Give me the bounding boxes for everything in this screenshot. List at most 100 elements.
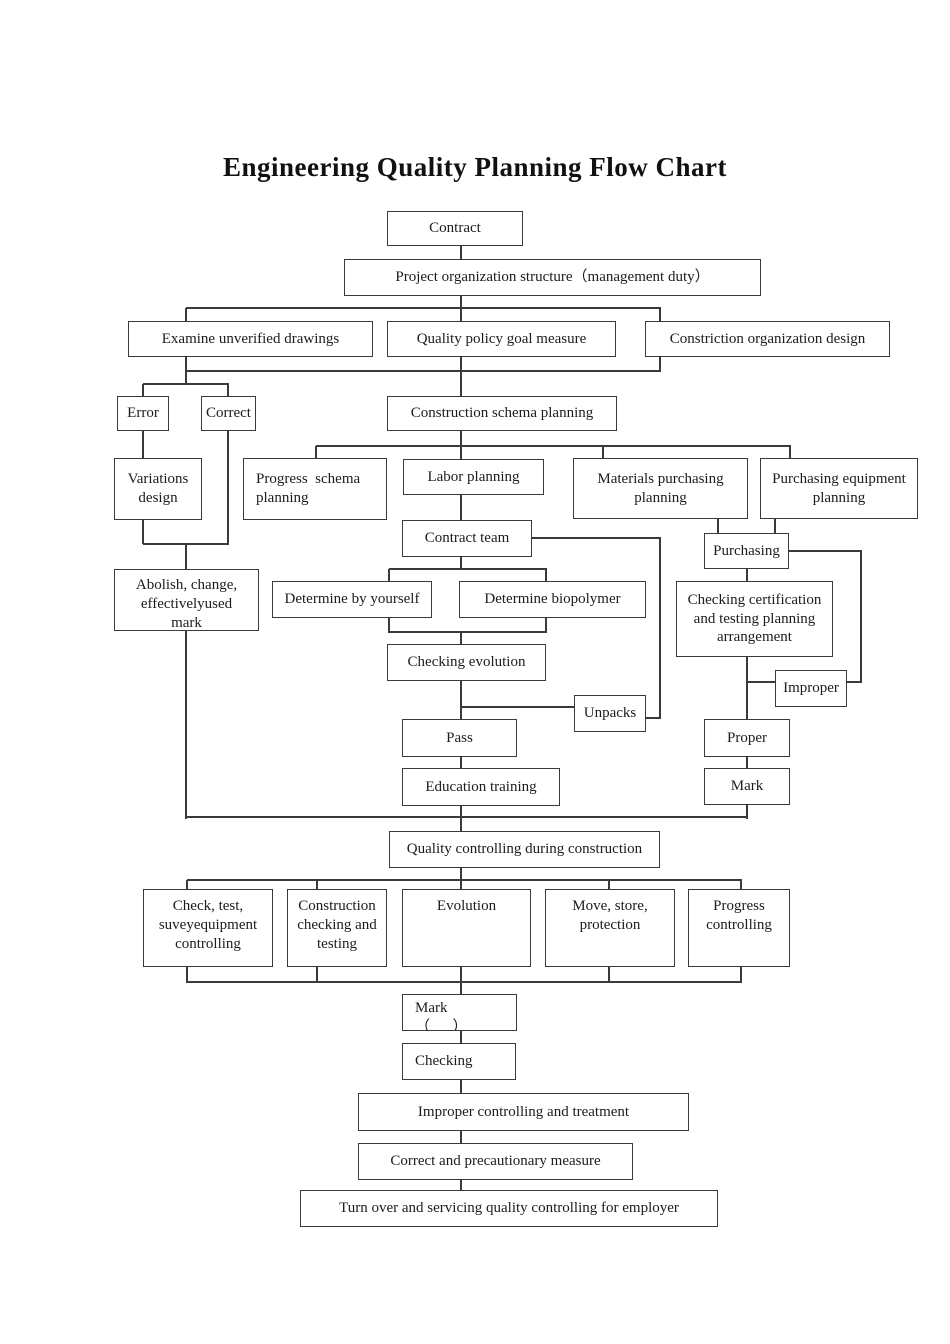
node-correct: Correct <box>201 396 256 431</box>
connector-segment <box>747 681 776 683</box>
node-construction-checking: Construction checking and testing <box>287 889 387 967</box>
connector-segment <box>187 981 742 983</box>
node-progress-controlling: Progress controlling <box>688 889 790 967</box>
connector-segment <box>185 544 187 569</box>
connector-segment <box>389 631 547 633</box>
connector-segment <box>460 495 462 520</box>
connector-segment <box>460 357 462 396</box>
node-pass: Pass <box>402 719 517 757</box>
node-proper: Proper <box>704 719 790 757</box>
connector-segment <box>460 446 462 459</box>
connector-segment <box>847 681 862 683</box>
connector-segment <box>789 550 862 552</box>
connector-segment <box>746 757 748 768</box>
node-purchasing-equipment: Purchasing equipment planning <box>760 458 918 519</box>
connector-segment <box>227 384 229 396</box>
connector-segment <box>186 370 661 372</box>
connector-segment <box>185 308 187 321</box>
connector-segment <box>460 557 462 569</box>
node-quality-policy: Quality policy goal measure <box>387 321 616 357</box>
connector-segment <box>740 967 742 983</box>
node-check-test: Check, test, suveyequipment controlling <box>143 889 273 967</box>
node-determine-biopolymer: Determine biopolymer <box>459 581 646 618</box>
connector-segment <box>608 967 610 983</box>
connector-segment <box>186 880 188 889</box>
node-education-training: Education training <box>402 768 560 806</box>
node-variations-design: Variations design <box>114 458 202 520</box>
connector-segment <box>646 717 661 719</box>
node-labor-planning: Labor planning <box>403 459 544 495</box>
node-move-store: Move, store, protection <box>545 889 675 967</box>
connector-segment <box>460 431 462 446</box>
connector-segment <box>659 357 661 371</box>
node-contract-team: Contract team <box>402 520 532 557</box>
connector-segment <box>460 1080 462 1093</box>
connector-segment <box>460 817 462 831</box>
connector-segment <box>740 880 742 889</box>
node-checking: Checking <box>402 1043 516 1080</box>
connector-segment <box>186 816 748 818</box>
connector-segment <box>460 1180 462 1192</box>
connector-segment <box>389 568 547 570</box>
connector-segment <box>460 632 462 644</box>
connector-segment <box>545 618 547 633</box>
connector-segment <box>185 631 187 819</box>
node-materials-purchasing: Materials purchasing planning <box>573 458 748 519</box>
connector-segment <box>316 880 318 889</box>
connector-segment <box>659 308 661 321</box>
connector-segment <box>388 618 390 633</box>
node-quality-controlling: Quality controlling during construction <box>389 831 660 868</box>
connector-segment <box>545 569 547 581</box>
node-construction-schema: Construction schema planning <box>387 396 617 431</box>
node-contract: Contract <box>387 211 523 246</box>
connector-segment <box>602 446 604 458</box>
connector-segment <box>460 246 462 259</box>
node-checking-evolution: Checking evolution <box>387 644 546 681</box>
connector-segment <box>315 446 317 458</box>
connector-segment <box>142 384 144 396</box>
connector-segment <box>460 681 462 719</box>
connector-segment <box>608 880 610 889</box>
node-turn-over: Turn over and servicing quality controll… <box>300 1190 718 1227</box>
node-mark-bottom: Mark （ ） <box>402 994 517 1031</box>
connector-segment <box>460 868 462 880</box>
connector-segment <box>746 657 748 719</box>
node-improper: Improper <box>775 670 847 707</box>
connector-segment <box>460 757 462 768</box>
node-evolution: Evolution <box>402 889 531 967</box>
node-unpacks: Unpacks <box>574 695 646 732</box>
connector-segment <box>227 431 229 544</box>
connector-segment <box>388 569 390 581</box>
page-title: Engineering Quality Planning Flow Chart <box>222 152 728 182</box>
node-correct-precautionary: Correct and precautionary measure <box>358 1143 633 1180</box>
connector-segment <box>460 1131 462 1143</box>
node-purchasing: Purchasing <box>704 533 789 569</box>
connector-segment <box>789 446 791 458</box>
connector-segment <box>746 569 748 581</box>
node-progress-schema: Progress schema planning <box>243 458 387 520</box>
node-checking-certification: Checking certification and testing plann… <box>676 581 833 657</box>
connector-segment <box>186 307 661 309</box>
connector-segment <box>717 519 719 533</box>
connector-segment <box>532 537 661 539</box>
connector-segment <box>659 538 661 719</box>
node-determine-yourself: Determine by yourself <box>272 581 432 618</box>
connector-segment <box>187 879 742 881</box>
connector-segment <box>860 551 862 683</box>
connector-segment <box>142 431 144 458</box>
connector-segment <box>316 967 318 983</box>
connector-segment <box>460 967 462 994</box>
node-project-organization: Project organization structure（managemen… <box>344 259 761 296</box>
node-error: Error <box>117 396 169 431</box>
connector-segment <box>460 1031 462 1043</box>
connector-segment <box>460 880 462 889</box>
connector-segment <box>460 706 574 708</box>
node-examine-drawings: Examine unverified drawings <box>128 321 373 357</box>
node-constriction-design: Constriction organization design <box>645 321 890 357</box>
connector-segment <box>142 520 144 544</box>
connector-segment <box>460 806 462 819</box>
node-improper-controlling: Improper controlling and treatment <box>358 1093 689 1131</box>
connector-segment <box>143 383 229 385</box>
connector-segment <box>746 805 748 819</box>
